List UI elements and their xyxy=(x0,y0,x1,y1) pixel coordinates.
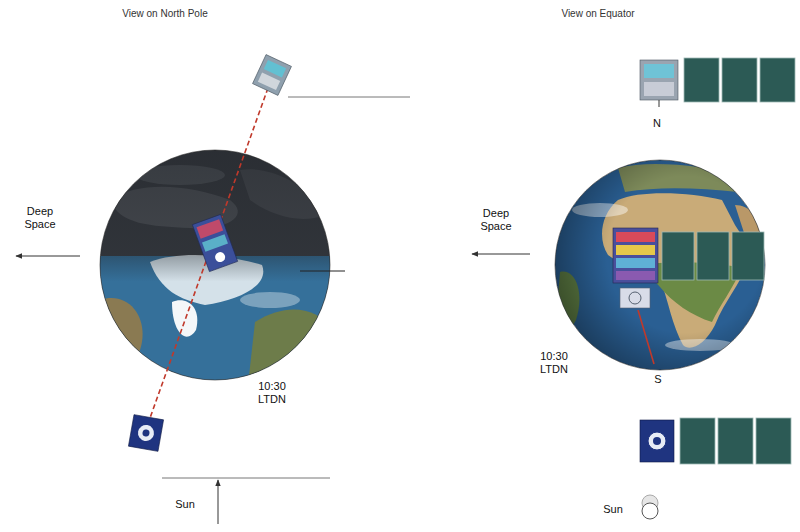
satellite-part xyxy=(616,232,655,242)
satellite-part xyxy=(644,82,674,96)
limb-shade xyxy=(555,160,765,370)
satellite-emblem xyxy=(142,429,150,437)
orbit-track xyxy=(150,88,268,418)
solar-panel xyxy=(756,418,791,464)
reference-line xyxy=(300,271,345,272)
pole-label: N xyxy=(653,117,661,130)
satellite-body xyxy=(640,420,674,462)
satellite-part xyxy=(214,251,227,264)
satellite-emblem xyxy=(653,437,661,445)
satellite-body xyxy=(640,60,678,100)
ocean xyxy=(555,160,765,370)
globe-outline xyxy=(100,150,330,380)
satellite-part xyxy=(258,73,280,91)
solar-panel xyxy=(680,418,715,464)
globe-outline xyxy=(555,160,765,370)
deep-space-arrow xyxy=(16,256,80,257)
direction-label: Deep Space xyxy=(474,207,518,233)
solar-panel xyxy=(697,232,729,280)
deep-space-arrow xyxy=(472,254,530,255)
satellite-part xyxy=(644,64,674,78)
panel-title: View on Equator xyxy=(561,8,634,20)
direction-label: Deep Space xyxy=(18,205,62,231)
satellite-emblem xyxy=(648,432,666,450)
terminator-shade xyxy=(100,150,330,385)
satellite-part xyxy=(616,271,655,280)
antenna xyxy=(659,100,660,107)
solar-array-edge xyxy=(162,478,330,479)
satellite-body xyxy=(128,415,163,452)
solar-panel xyxy=(684,58,719,102)
instrument xyxy=(629,292,641,304)
satellite-body xyxy=(253,55,292,96)
orbit-track xyxy=(638,310,654,364)
solar-panel xyxy=(662,232,694,280)
sun-label: Sun xyxy=(175,498,195,511)
panel-title: View on North Pole xyxy=(122,8,207,20)
sun-arrow xyxy=(218,480,219,524)
satellite-body xyxy=(613,228,658,283)
instrument xyxy=(620,288,650,308)
solar-panel xyxy=(760,58,795,102)
sun-icon xyxy=(642,503,658,519)
solar-panel xyxy=(722,58,757,102)
pole-label: S xyxy=(654,373,661,386)
satellite-part xyxy=(264,60,286,78)
satellite-emblem xyxy=(137,424,156,443)
orbit-time-label: 10:30 LTDN xyxy=(252,380,292,406)
satellite-part xyxy=(197,219,224,238)
sun-label: Sun xyxy=(603,503,623,516)
satellite-part xyxy=(616,258,655,268)
orbit-time-label: 10:30 LTDN xyxy=(534,350,574,376)
solar-array-edge xyxy=(288,97,410,98)
satellite-part xyxy=(202,234,228,252)
satellite-body xyxy=(192,214,237,271)
satellite-part xyxy=(616,245,655,255)
solar-panel xyxy=(718,418,753,464)
solar-panel xyxy=(732,232,764,280)
